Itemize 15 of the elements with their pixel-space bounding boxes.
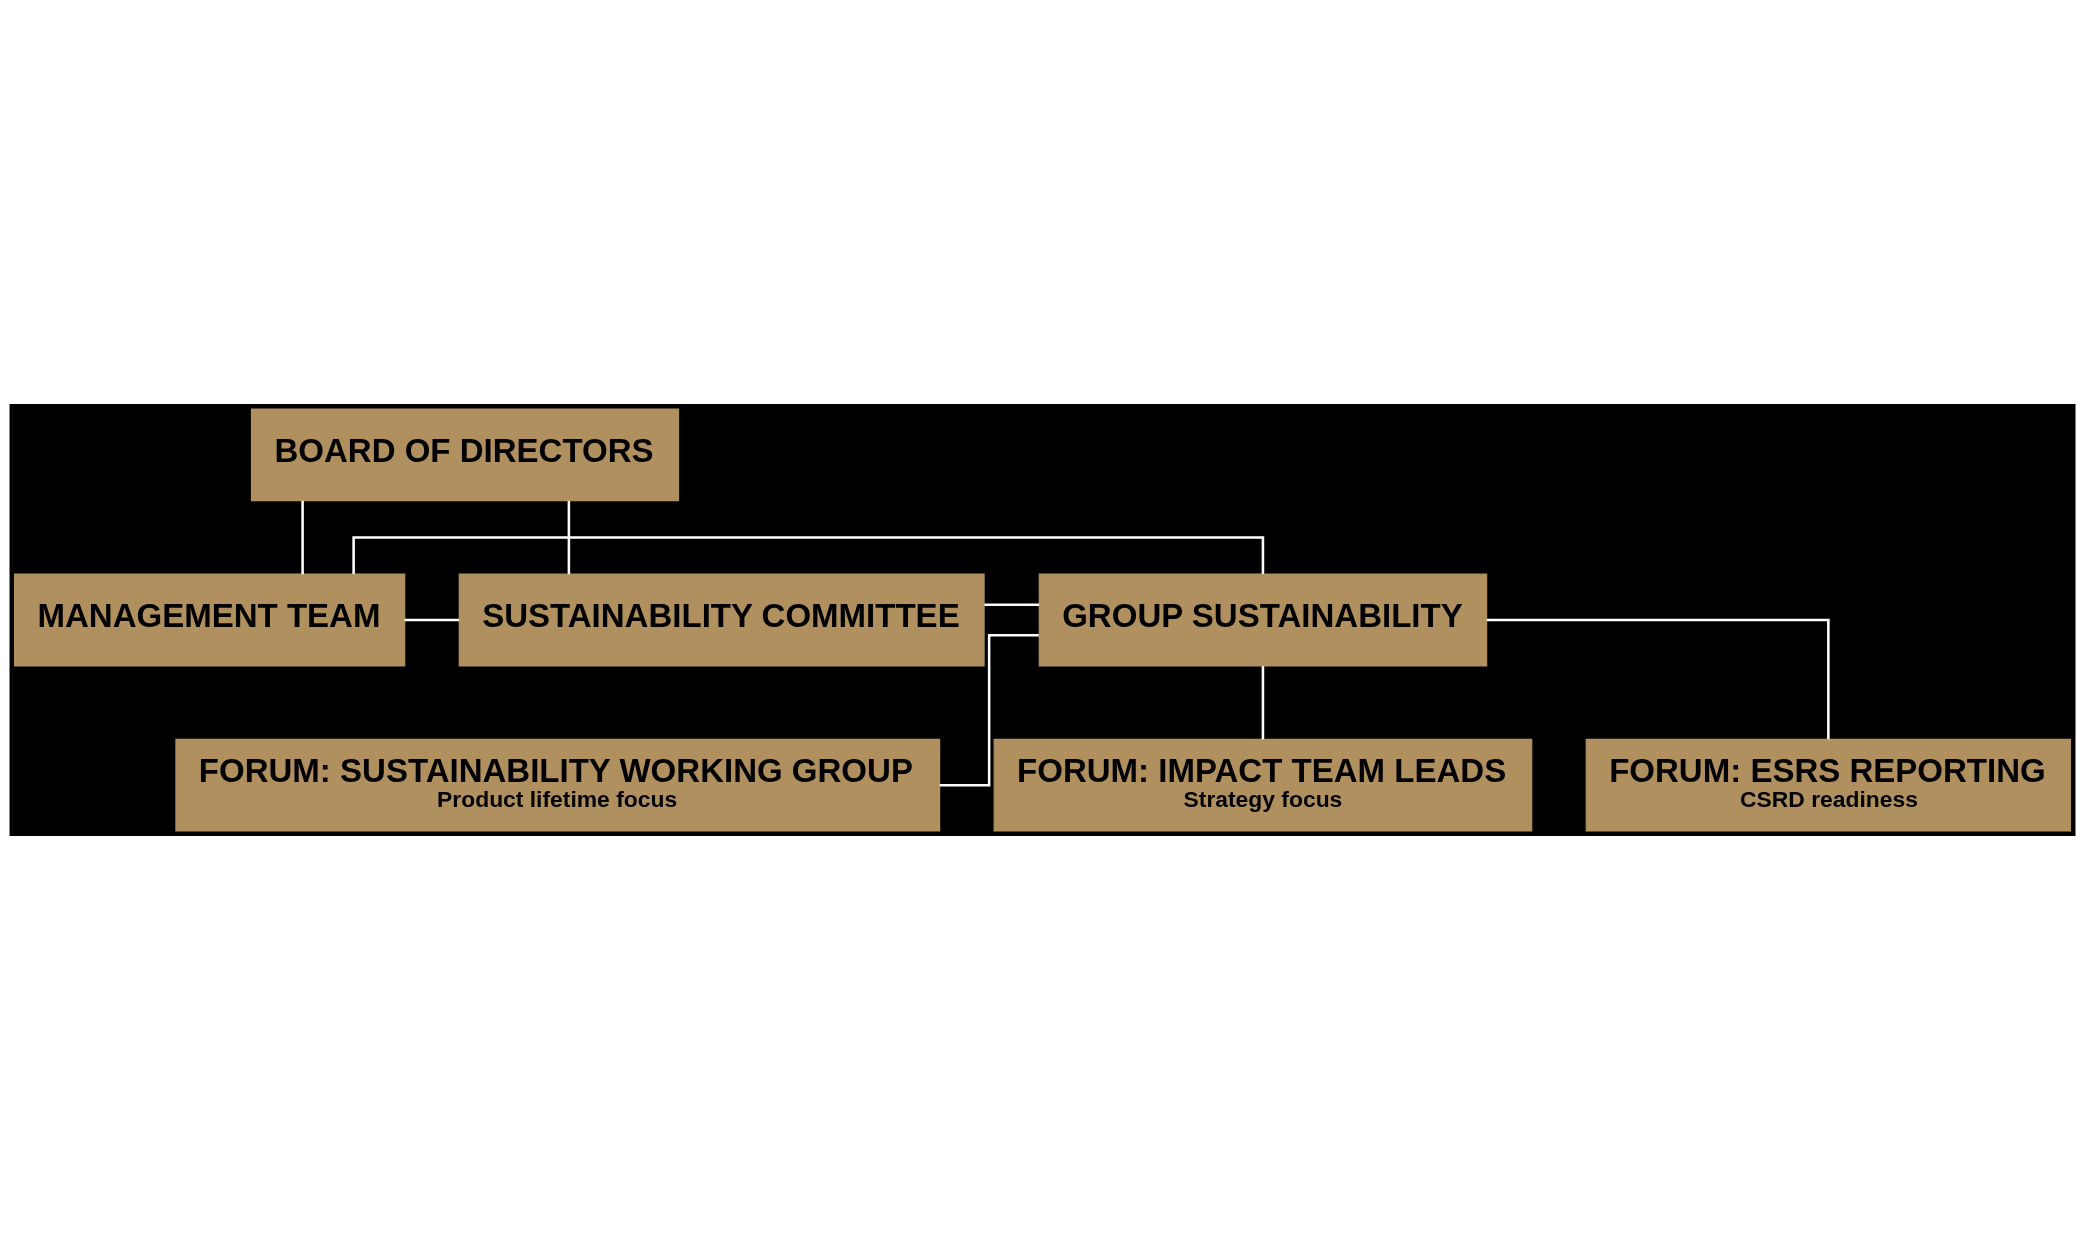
node-box: FORUM: SUSTAINABILITY WORKING GROUP Product lifetime focus [175,738,941,832]
node-box: FORUM: ESRS REPORTING CSRD readiness [1585,738,2072,832]
connector [301,500,304,574]
connector [404,618,459,621]
node-box: FORUM: IMPACT TEAM LEADS Strategy focus [993,738,1533,832]
connector [1261,665,1265,739]
connector [939,633,1039,786]
node-box: SUSTAINABILITY COMMITTEE [458,573,985,666]
node-box: MANAGEMENT TEAM [13,573,406,666]
connector [567,500,571,574]
connector [352,535,1265,574]
node-box: GROUP SUSTAINABILITY [1038,573,1488,666]
node-box: BOARD OF DIRECTORS [250,407,680,501]
connector [1486,618,1830,739]
connector [984,603,1040,606]
